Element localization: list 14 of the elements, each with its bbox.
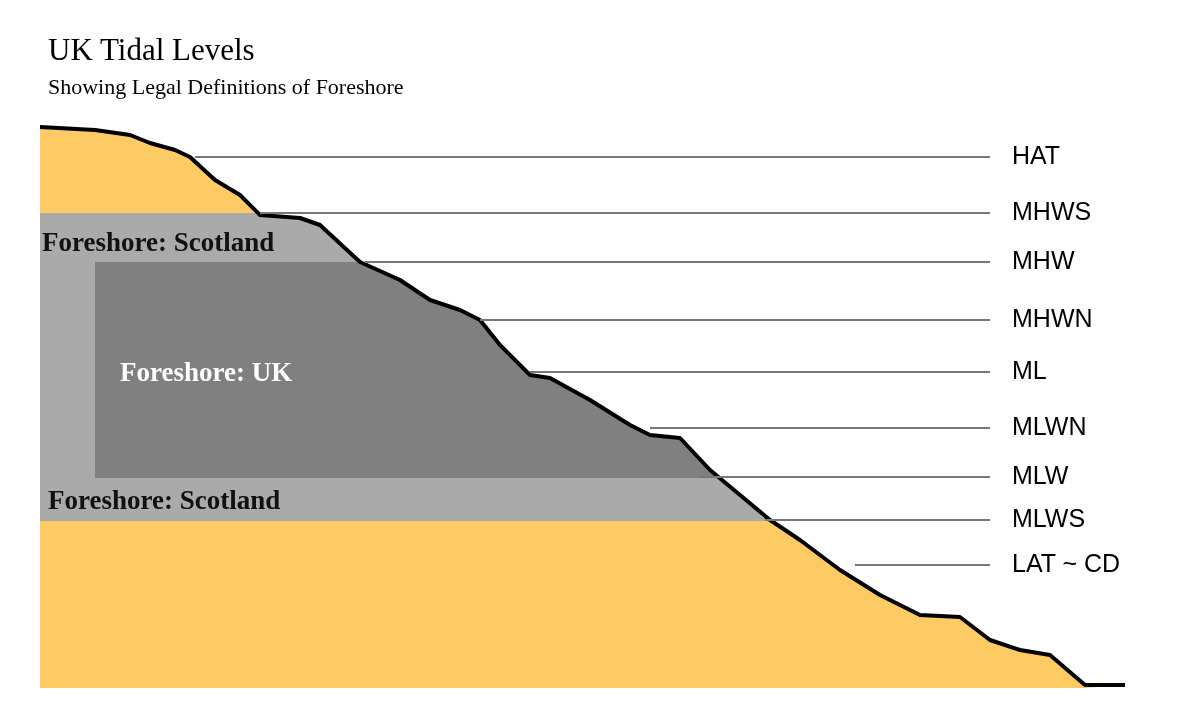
- level-label: MLWN: [1012, 412, 1087, 441]
- band-label: Foreshore: Scotland: [48, 485, 281, 516]
- level-label: MLWS: [1012, 504, 1086, 533]
- band-label: Foreshore: UK: [120, 357, 293, 388]
- level-label: MHWS: [1012, 197, 1092, 226]
- level-label: HAT: [1012, 141, 1061, 170]
- band-label: Foreshore: Scotland: [42, 227, 275, 258]
- level-label: ML: [1012, 356, 1047, 385]
- level-label: MHW: [1012, 246, 1075, 275]
- diagram-subtitle: Showing Legal Definitions of Foreshore: [48, 74, 404, 100]
- level-label: MLW: [1012, 461, 1069, 490]
- level-label: MHWN: [1012, 304, 1093, 333]
- diagram-title: UK Tidal Levels: [48, 32, 255, 68]
- level-label: LAT ~ CD: [1012, 549, 1121, 578]
